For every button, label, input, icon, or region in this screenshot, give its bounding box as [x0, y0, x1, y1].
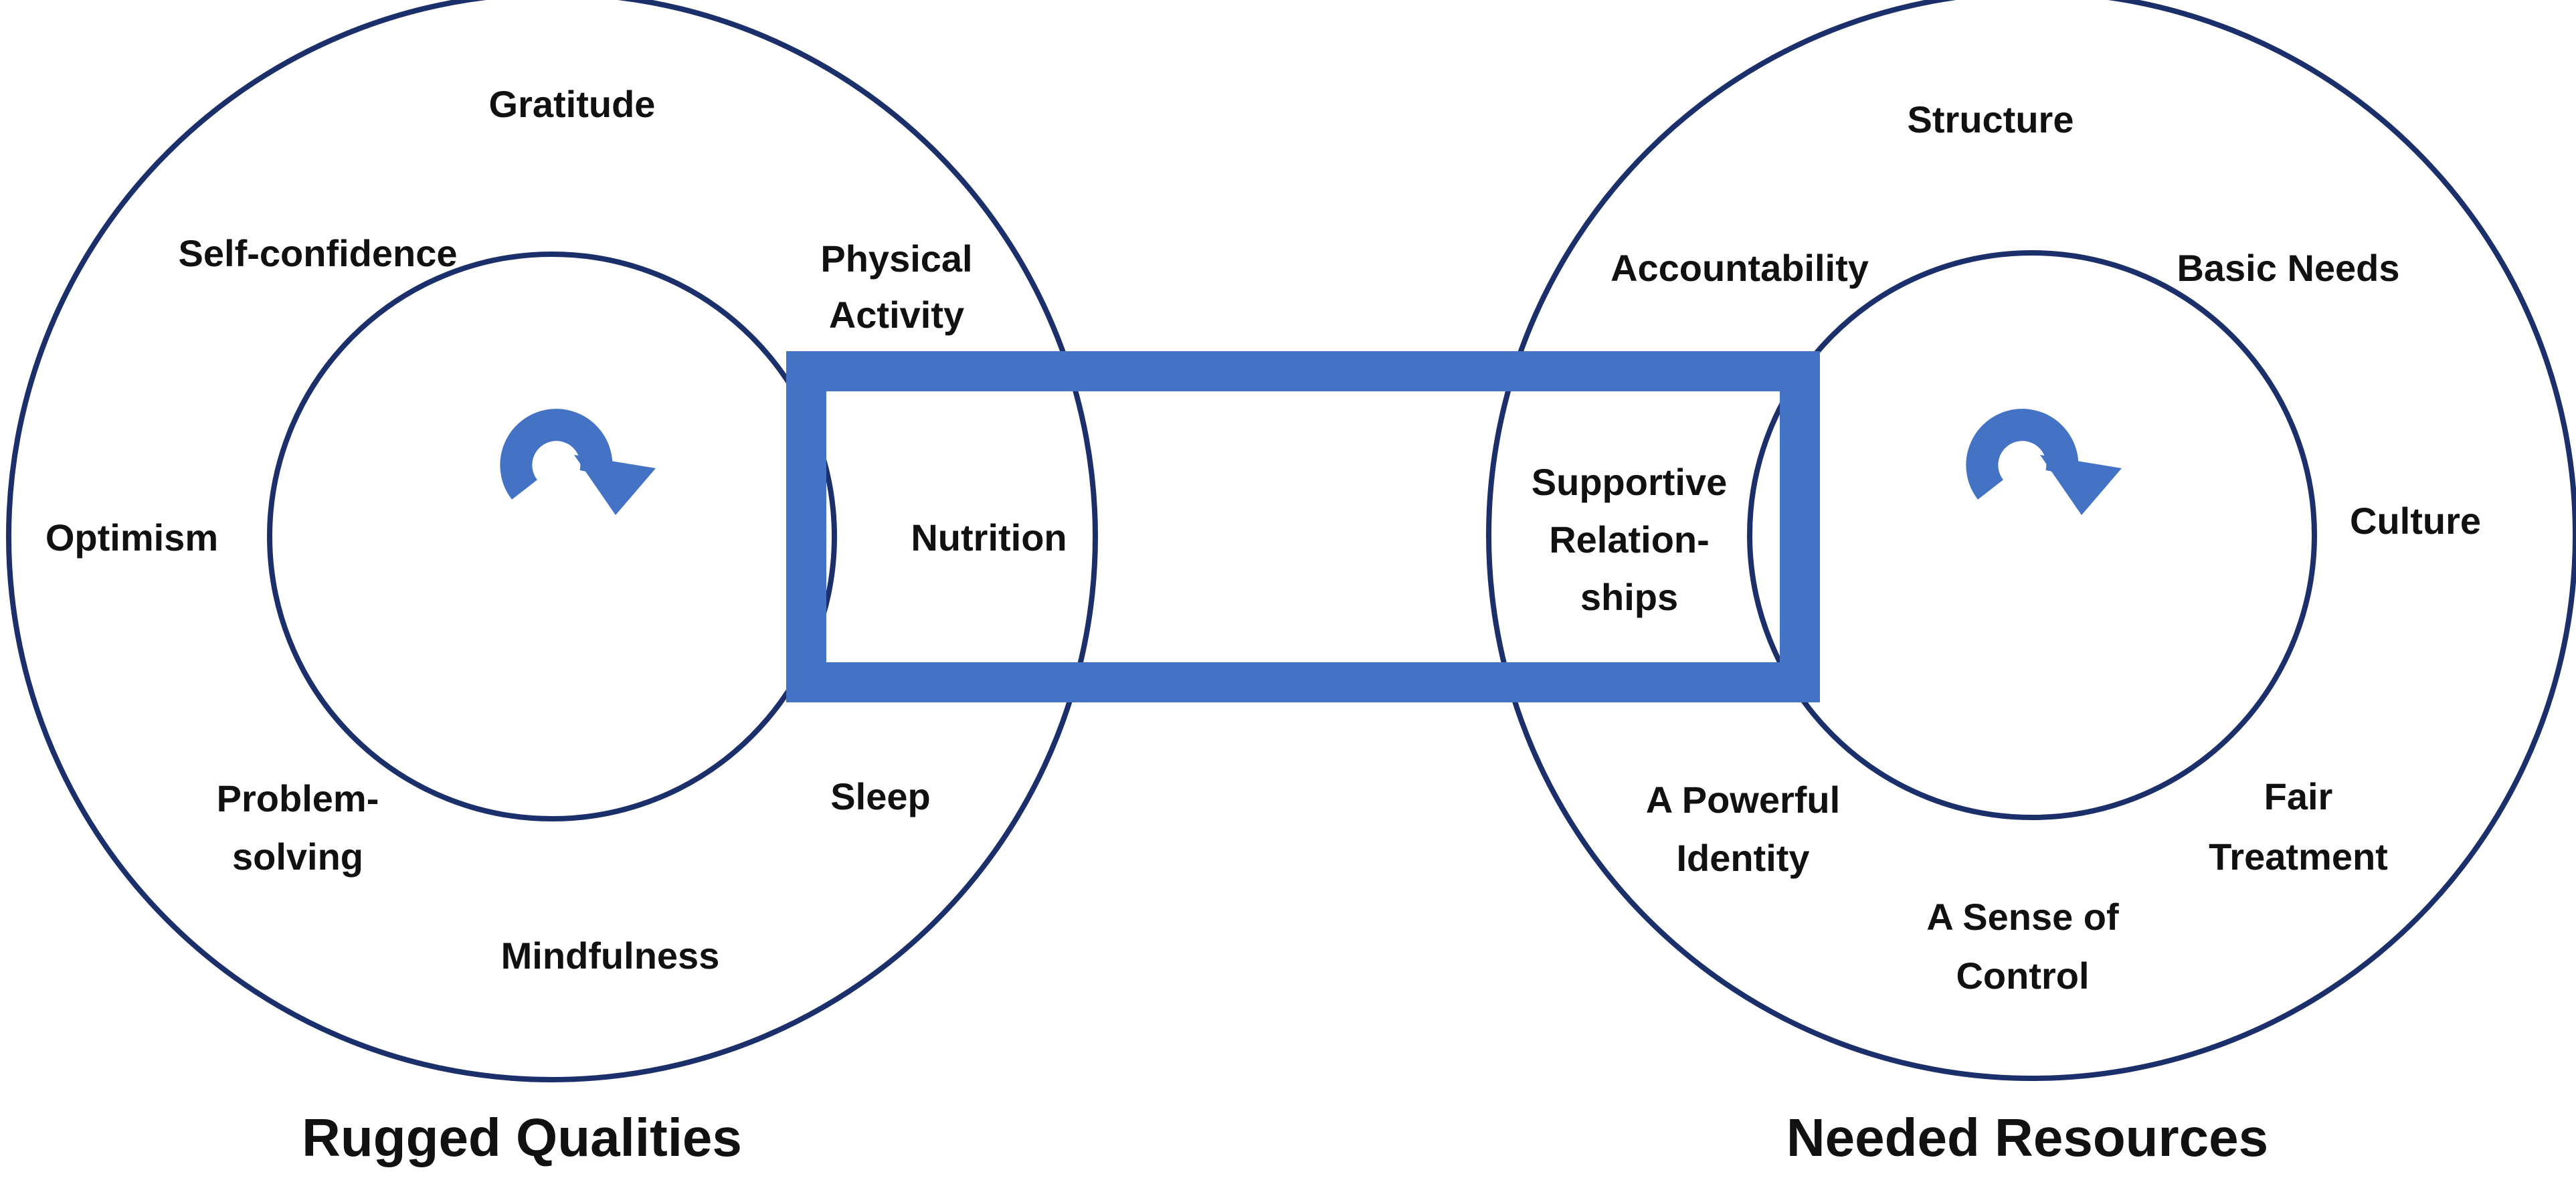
label-structure: Structure: [1908, 98, 2074, 140]
label-a-sense-of-control-line1: A Sense of: [1926, 896, 2119, 938]
label-fair-treatment-line2: Treatment: [2209, 835, 2388, 878]
caption-needed-resources: Needed Resources: [1786, 1108, 2268, 1167]
label-accountability: Accountability: [1611, 247, 1869, 289]
label-a-sense-of-control-line2: Control: [1956, 955, 2089, 997]
label-culture: Culture: [2350, 500, 2481, 542]
label-physical-activity-line1: Physical: [820, 237, 972, 280]
label-gratitude: Gratitude: [489, 83, 656, 125]
label-nutrition: Nutrition: [911, 516, 1067, 559]
left-inner-circle: [267, 252, 837, 821]
right-cycle-icon: [1966, 409, 2122, 515]
label-sleep: Sleep: [830, 775, 930, 817]
caption-rugged-qualities: Rugged Qualities: [302, 1108, 742, 1167]
label-supportive-relationships-line2: Relation-: [1549, 518, 1710, 561]
label-a-powerful-identity-line1: A Powerful: [1646, 779, 1840, 821]
label-self-confidence: Self-confidence: [179, 232, 458, 274]
label-mindfulness: Mindfulness: [501, 935, 720, 977]
label-supportive-relationships-line1: Supportive: [1532, 461, 1727, 503]
right-inner-circle: [1747, 250, 2317, 820]
left-cycle-icon: [500, 409, 656, 515]
left-outer-circle: [6, 0, 1098, 1082]
connecting-bridge: [786, 351, 1820, 702]
right-outer-circle: [1486, 0, 2576, 1081]
label-problem-solving-line1: Problem-: [217, 777, 379, 819]
label-fair-treatment-line1: Fair: [2264, 775, 2333, 817]
label-physical-activity-line2: Activity: [829, 294, 964, 336]
label-a-powerful-identity-line2: Identity: [1676, 837, 1809, 879]
label-problem-solving-line2: solving: [232, 835, 363, 878]
label-supportive-relationships-line3: ships: [1580, 576, 1678, 618]
label-basic-needs: Basic Needs: [2177, 247, 2399, 289]
label-optimism: Optimism: [45, 516, 218, 559]
